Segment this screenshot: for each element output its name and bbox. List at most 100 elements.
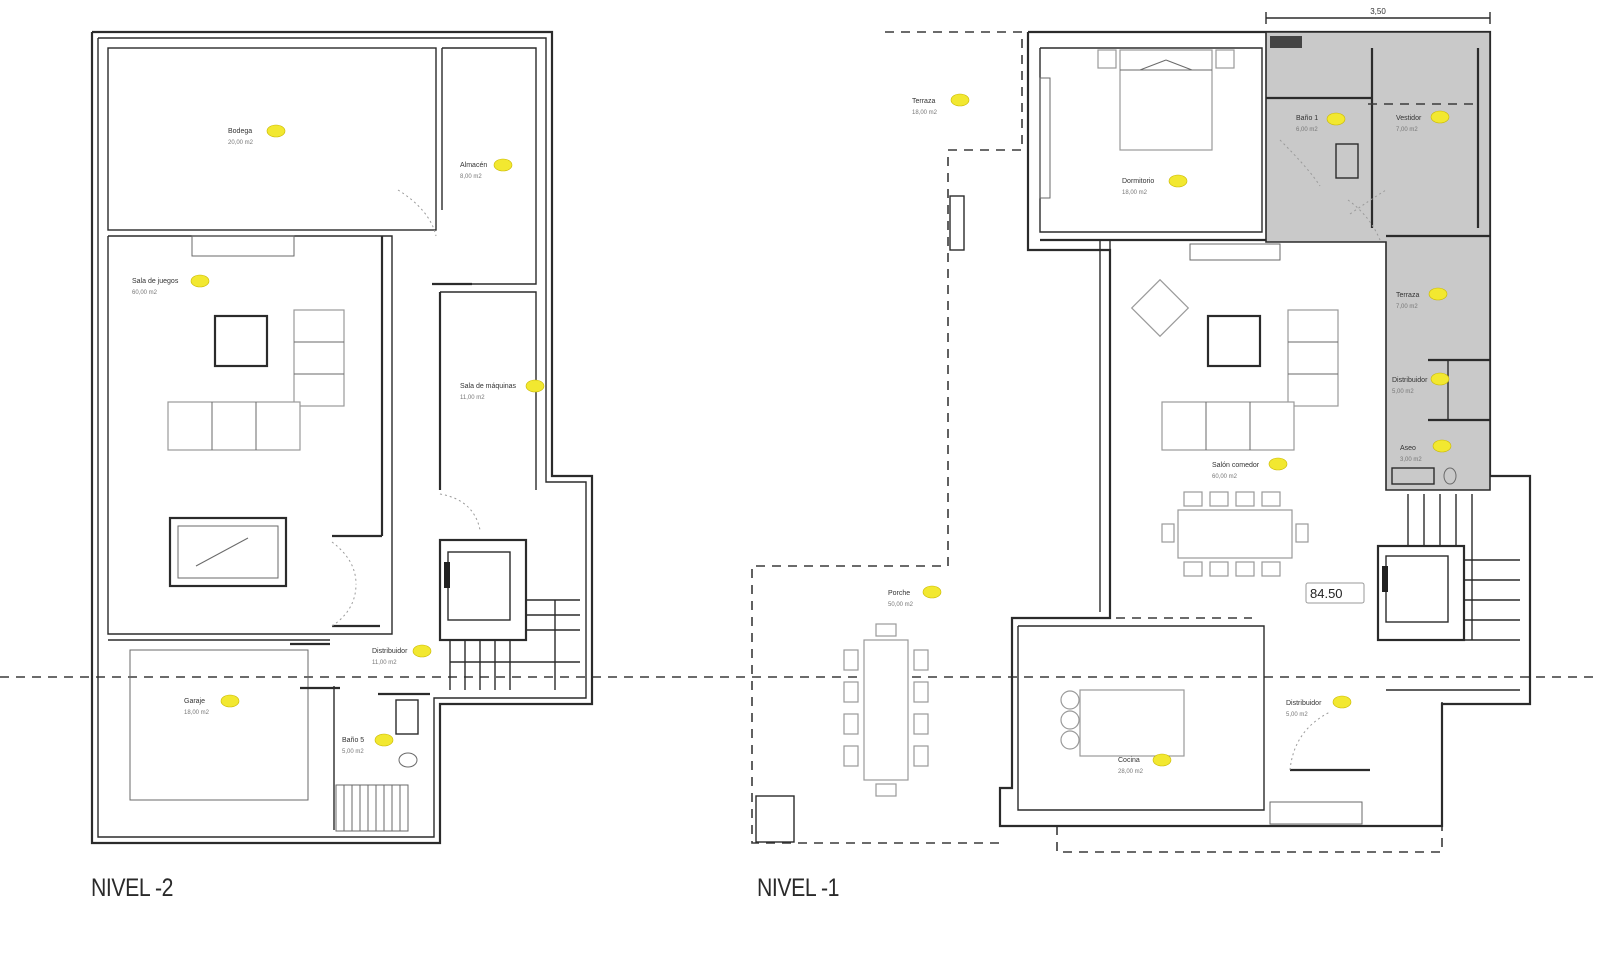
svg-text:Dormitorio: Dormitorio [1122,178,1154,185]
svg-text:Terraza: Terraza [1396,292,1419,299]
level-title-nivel-1: NIVEL -1 [757,874,840,902]
stairs [449,599,580,690]
svg-text:60,00 m2: 60,00 m2 [132,290,158,296]
outdoor-table [863,639,909,781]
room-label: Garaje 18,00 m2 [184,694,240,716]
room-label: Terraza 18,00 m2 [912,93,970,116]
room-labels: Bodega 20,00 m2 Almacén 8,00 m2 Sala de ju… [132,93,1452,775]
svg-text:18,00 m2: 18,00 m2 [912,110,938,116]
room-label: Cocina 28,00 m2 [1118,753,1172,775]
room-label: Aseo 3,00 m2 [1400,439,1452,463]
comment-icon [1152,753,1172,767]
comment-icon [1430,110,1450,124]
kitchen-island [1079,689,1185,757]
svg-text:Almacén: Almacén [460,162,487,169]
level-title-nivel-2: NIVEL -2 [91,874,174,902]
sofa [1287,309,1339,407]
svg-text:Terraza: Terraza [912,98,935,105]
comment-icon [1268,457,1288,471]
plan-nivel-1: 3,50 84.50 [751,7,1532,853]
room-label: Distribuidor 5,00 m2 [1392,372,1450,395]
comment-icon [412,644,432,658]
comment-icon [220,694,240,708]
comment-icon [190,274,210,288]
svg-text:Vestidor: Vestidor [1396,115,1422,122]
room-label: Dormitorio 18,00 m2 [1122,174,1188,196]
elevation-marker [1305,582,1365,604]
room-label: Baño 1 6,00 m2 [1296,112,1346,133]
elevator [1376,544,1466,642]
service-zone [1265,31,1491,491]
elevation-value: 84.50 [1310,586,1343,601]
room-label: Sala de máquinas 11,00 m2 [460,379,545,401]
comment-icon [950,93,970,107]
dimension-label: 3,50 [1370,7,1386,16]
svg-text:50,00 m2: 50,00 m2 [888,602,914,608]
svg-text:Aseo: Aseo [1400,445,1416,452]
coffee-table [1206,314,1262,368]
svg-text:Sala de máquinas: Sala de máquinas [460,383,517,390]
armchair [1130,278,1190,338]
sofa [293,309,345,407]
svg-text:6,00 m2: 6,00 m2 [1296,127,1318,133]
comment-icon [1432,439,1452,453]
svg-text:7,00 m2: 7,00 m2 [1396,127,1418,133]
svg-text:Porche: Porche [888,590,910,597]
dining-table [1177,509,1293,559]
bed [1119,49,1213,151]
room-label: Distribuidor 11,00 m2 [372,644,432,666]
svg-text:Distribuidor: Distribuidor [1392,377,1428,384]
svg-text:Baño 5: Baño 5 [342,737,364,744]
svg-text:60,00 m2: 60,00 m2 [1212,474,1238,480]
sofa [1161,401,1295,451]
room-label: Baño 55,00 m2 [342,733,394,755]
room-label: Terraza 7,00 m2 [1396,287,1448,310]
comment-icon [266,124,286,138]
plan-nivel-2 [90,30,594,845]
stairs [1386,494,1520,691]
grate [343,785,401,831]
svg-text:5,00 m2: 5,00 m2 [1286,712,1308,718]
comment-icon [525,379,545,393]
comment-icon [922,585,942,599]
svg-text:Salón comedor: Salón comedor [1212,462,1260,469]
svg-text:Garaje: Garaje [184,698,205,705]
svg-text:Sala de juegos: Sala de juegos [132,278,179,285]
elevator [438,538,528,642]
room-label: Bodega 20,00 m2 [228,124,286,146]
grate [1269,801,1363,825]
svg-text:Distribuidor: Distribuidor [372,648,408,655]
svg-text:Distribuidor: Distribuidor [1286,700,1322,707]
svg-text:28,00 m2: 28,00 m2 [1118,769,1144,775]
room-label: Sala de juegos 60,00 m2 [132,274,210,296]
room-label: Distribuidor 5,00 m2 [1286,695,1352,718]
comment-icon [493,158,513,172]
svg-text:20,00 m2: 20,00 m2 [228,140,254,146]
svg-text:8,00 m2: 8,00 m2 [460,174,482,180]
svg-text:18,00 m2: 18,00 m2 [1122,190,1148,196]
pool-table [168,516,288,588]
comment-icon [1430,372,1450,386]
coffee-table [213,314,269,368]
comment-icon [374,733,394,747]
svg-text:5,00 m2: 5,00 m2 [1392,389,1414,395]
comment-icon [1332,695,1352,709]
svg-text:Cocina: Cocina [1118,757,1140,764]
room-label: Porche 50,00 m2 [888,585,942,608]
svg-text:11,00 m2: 11,00 m2 [372,660,397,666]
room-label: Vestidor 7,00 m2 [1396,110,1450,133]
svg-text:7,00 m2: 7,00 m2 [1396,304,1418,310]
svg-text:18,00 m2: 18,00 m2 [184,710,210,716]
room-label: Almacén 8,00 m2 [460,158,513,180]
comment-icon [1168,174,1188,188]
room-label: Salón comedor 60,00 m2 [1212,457,1288,480]
comment-icon [1326,112,1346,126]
svg-text:11,00 m2: 11,00 m2 [460,395,485,401]
svg-text:Baño 1: Baño 1 [1296,115,1318,122]
svg-text:Bodega: Bodega [228,128,252,135]
sofa [167,401,301,451]
svg-text:3,00 m2: 3,00 m2 [1400,457,1422,463]
comment-icon [1428,287,1448,301]
room-bodega [107,47,437,231]
